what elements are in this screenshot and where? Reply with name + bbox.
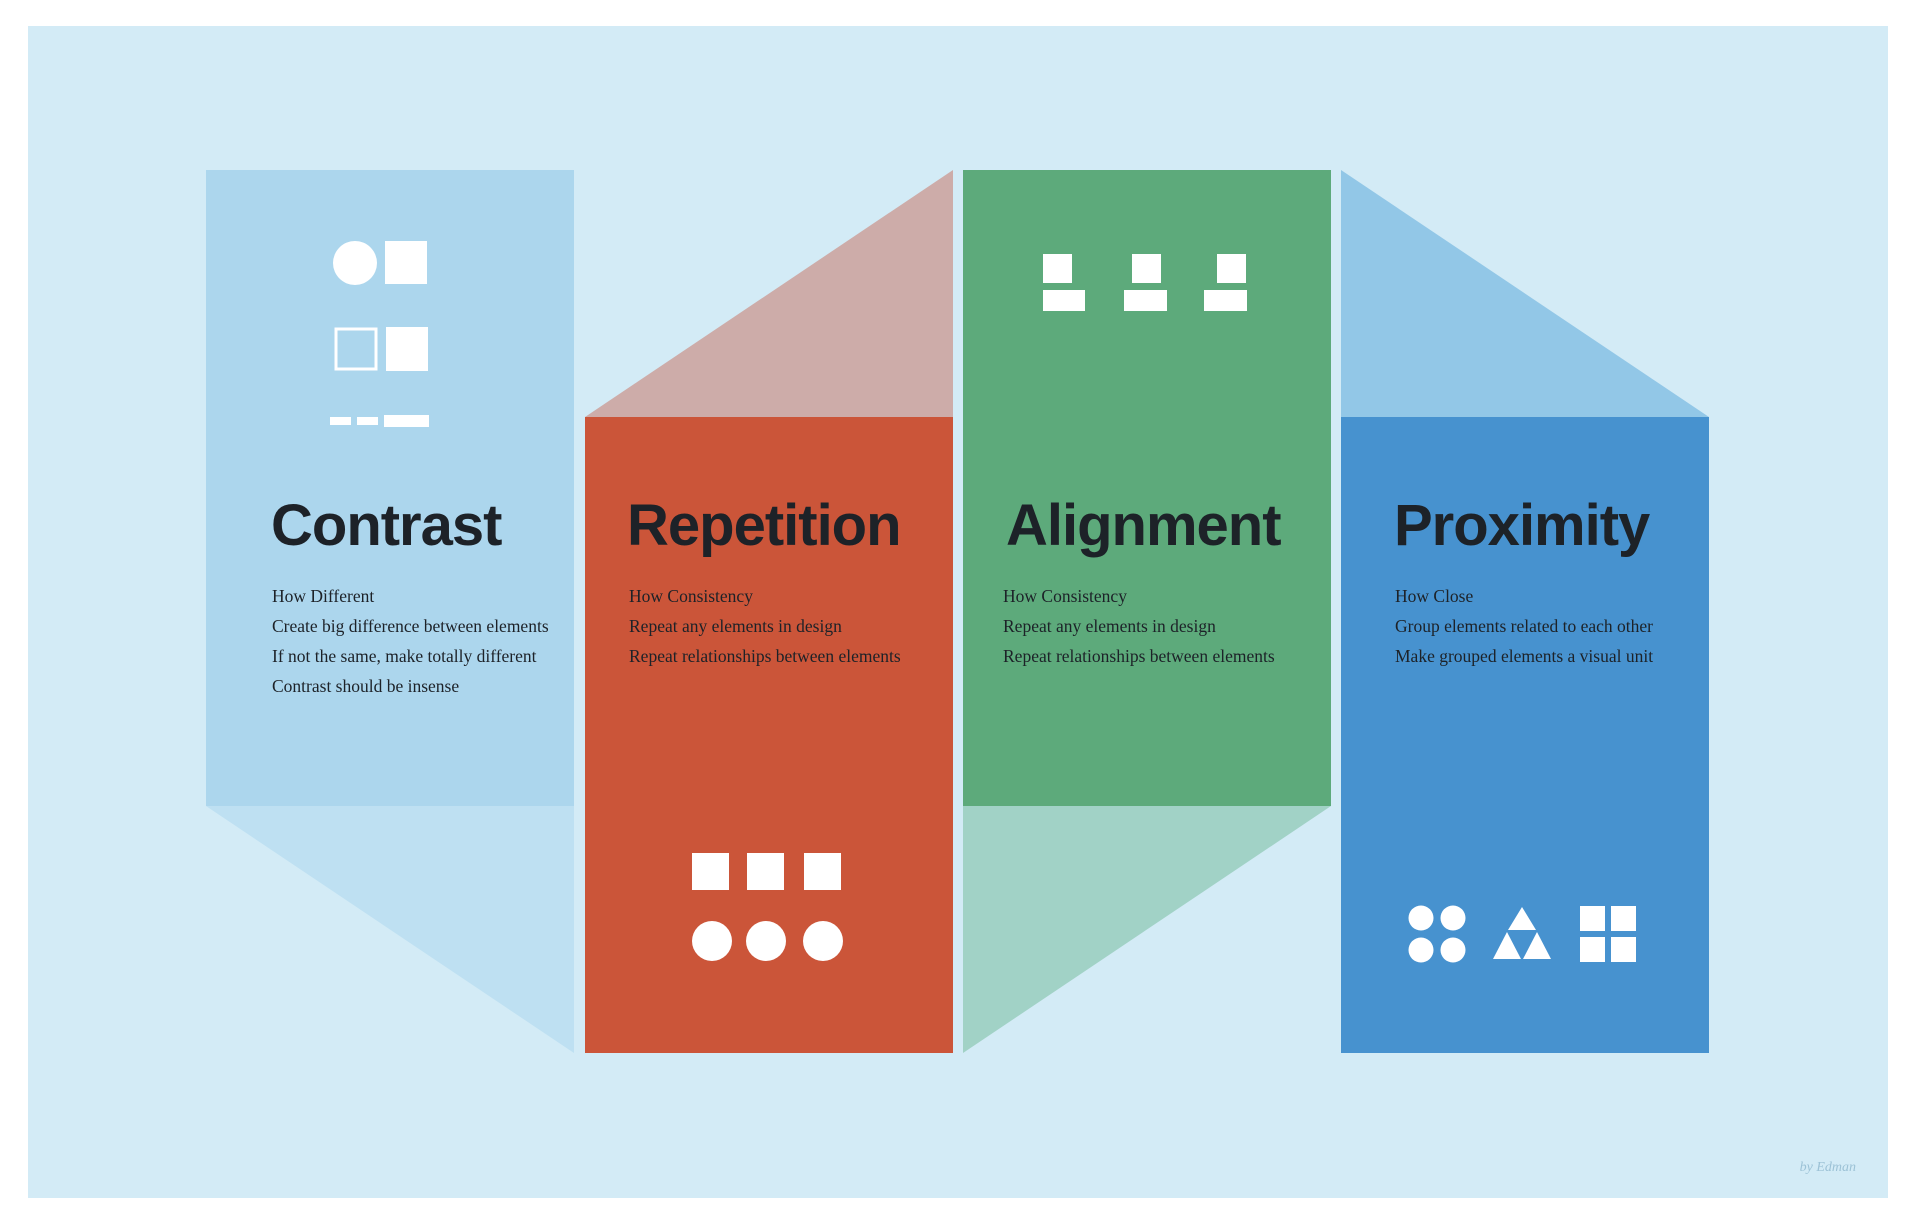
proximity-title: Proximity	[1394, 493, 1650, 558]
repetition-description: How Consistency Repeat any elements in d…	[629, 581, 901, 671]
contrast-fold	[206, 806, 574, 1053]
alignment-title: Alignment	[1006, 493, 1282, 558]
repetition-fold	[585, 170, 953, 417]
proximity-panel	[1341, 417, 1709, 1053]
contrast-line: If not the same, make totally different	[272, 646, 537, 666]
alignment-shapes-icon	[1043, 254, 1247, 311]
contrast-shapes-icon	[330, 241, 429, 427]
contrast-description: How Different Create big difference betw…	[272, 581, 549, 701]
repetition-line: Repeat any elements in design	[629, 616, 842, 636]
alignment-fold	[963, 806, 1331, 1053]
repetition-title: Repetition	[627, 493, 902, 558]
alignment-description: How Consistency Repeat any elements in d…	[1003, 581, 1275, 671]
proximity-description: How Close Group elements related to each…	[1395, 581, 1653, 671]
proximity-line: How Close	[1395, 586, 1474, 606]
proximity-line: Group elements related to each other	[1395, 616, 1654, 636]
contrast-line: Contrast should be insense	[272, 676, 460, 696]
repetition-shapes-icon	[692, 853, 843, 961]
contrast-title: Contrast	[271, 493, 502, 558]
proximity-line: Make grouped elements a visual unit	[1395, 646, 1654, 666]
alignment-line: How Consistency	[1003, 586, 1127, 606]
contrast-line: Create big difference between elements	[272, 616, 549, 636]
repetition-line: How Consistency	[629, 586, 753, 606]
proximity-fold	[1341, 170, 1709, 417]
repetition-line: Repeat relationships between elements	[629, 646, 901, 666]
alignment-line: Repeat any elements in design	[1003, 616, 1216, 636]
proximity-shapes-icon	[1408, 905, 1636, 963]
alignment-line: Repeat relationships between elements	[1003, 646, 1275, 666]
contrast-line: How Different	[272, 586, 375, 606]
author-credit: by Edman	[1799, 1160, 1856, 1175]
